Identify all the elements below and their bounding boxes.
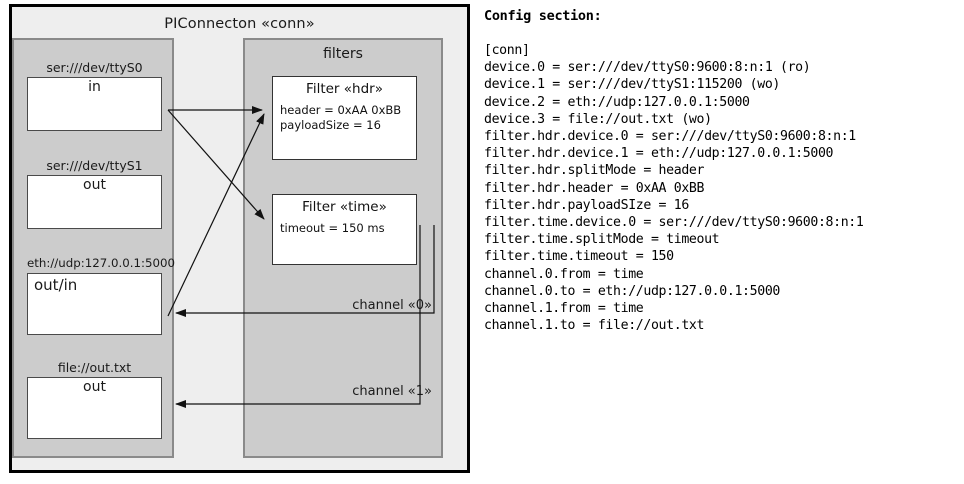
config-line: filter.time.timeout = 150 (484, 249, 674, 265)
text-file-icon (64, 392, 162, 439)
device-box-file[interactable]: out (27, 377, 162, 439)
config-line: filter.hdr.payloadSIze = 16 (484, 197, 689, 213)
device-box-ttys1[interactable]: out (27, 175, 162, 229)
config-line: filter.hdr.splitMode = header (484, 163, 705, 179)
device-io-eth: out/in (34, 276, 78, 294)
filter-hdr-properties: header = 0xAA 0xBB payloadSize = 16 (280, 103, 401, 133)
serial-port-icon (50, 92, 162, 131)
filter-hdr-prop-header: header = 0xAA 0xBB (280, 103, 402, 117)
config-line: filter.hdr.header = 0xAA 0xBB (484, 180, 705, 196)
config-line: channel.0.to = eth://udp:127.0.0.1:5000 (484, 283, 780, 299)
filter-time-prop-timeout: timeout = 150 ms (280, 221, 385, 235)
device-box-ttys0[interactable]: in (27, 77, 162, 131)
device-io-ttys1: out (83, 177, 106, 193)
device-io-ttys0: in (88, 79, 101, 95)
channel-label-1: channel «1» (352, 384, 432, 399)
device-label-ttys1: ser:///dev/ttyS1 (46, 158, 143, 173)
filter-time-title: Filter «time» (302, 199, 387, 215)
filter-card-time[interactable]: Filter «time» timeout = 150 ms (272, 194, 417, 265)
config-line: filter.time.device.0 = ser:///dev/ttyS0:… (484, 215, 864, 231)
config-line: filter.time.splitMode = timeout (484, 232, 720, 248)
piconnector-diagram: PIConnecton «conn» ser:///dev/ttyS0 in (0, 0, 478, 484)
config-line: device.1 = ser:///dev/ttyS1:115200 (wo) (484, 77, 780, 93)
device-label-ttys0: ser:///dev/ttyS0 (46, 60, 143, 75)
filters-panel-title: filters (323, 46, 363, 62)
channel-label-0: channel «0» (352, 298, 432, 313)
device-label-eth: eth://udp:127.0.0.1:5000 (27, 256, 175, 270)
config-section: Config section: [conn] device.0 = ser:///… (482, 0, 964, 484)
filter-card-hdr[interactable]: Filter «hdr» header = 0xAA 0xBB payloadS… (272, 76, 417, 160)
device-label-file: file://out.txt (57, 360, 132, 375)
filter-hdr-prop-payloadsize: payloadSize = 16 (280, 118, 381, 132)
config-line: [conn] (484, 43, 530, 58)
config-line: device.2 = eth://udp:127.0.0.1:5000 (484, 94, 750, 110)
devices-panel: ser:///dev/ttyS0 in (12, 38, 175, 458)
config-heading: Config section: (484, 8, 602, 24)
device-box-eth[interactable]: out/in (27, 273, 162, 335)
config-listing: [conn] device.0 = ser:///dev/ttyS0:9600:8… (484, 42, 864, 334)
serial-port-icon (50, 190, 162, 229)
filter-time-properties: timeout = 150 ms (280, 221, 385, 236)
config-line: device.0 = ser:///dev/ttyS0:9600:8:n:1 (… (484, 60, 811, 76)
filter-hdr-title: Filter «hdr» (306, 81, 383, 97)
outer-component-title: PIConnecton «conn» (164, 16, 315, 32)
ethernet-plug-icon (86, 276, 162, 335)
config-line: channel.1.from = time (484, 301, 644, 317)
config-line: filter.hdr.device.1 = eth://udp:127.0.0.… (484, 146, 834, 162)
config-line: channel.1.to = file://out.txt (484, 318, 705, 334)
device-io-file: out (83, 379, 106, 395)
filters-panel: filters Filter «hdr» header = 0xAA 0xBB … (243, 38, 443, 458)
config-line: device.3 = file://out.txt (wo) (484, 111, 712, 127)
config-line: filter.hdr.device.0 = ser:///dev/ttyS0:9… (484, 129, 856, 145)
config-line: channel.0.from = time (484, 266, 644, 282)
